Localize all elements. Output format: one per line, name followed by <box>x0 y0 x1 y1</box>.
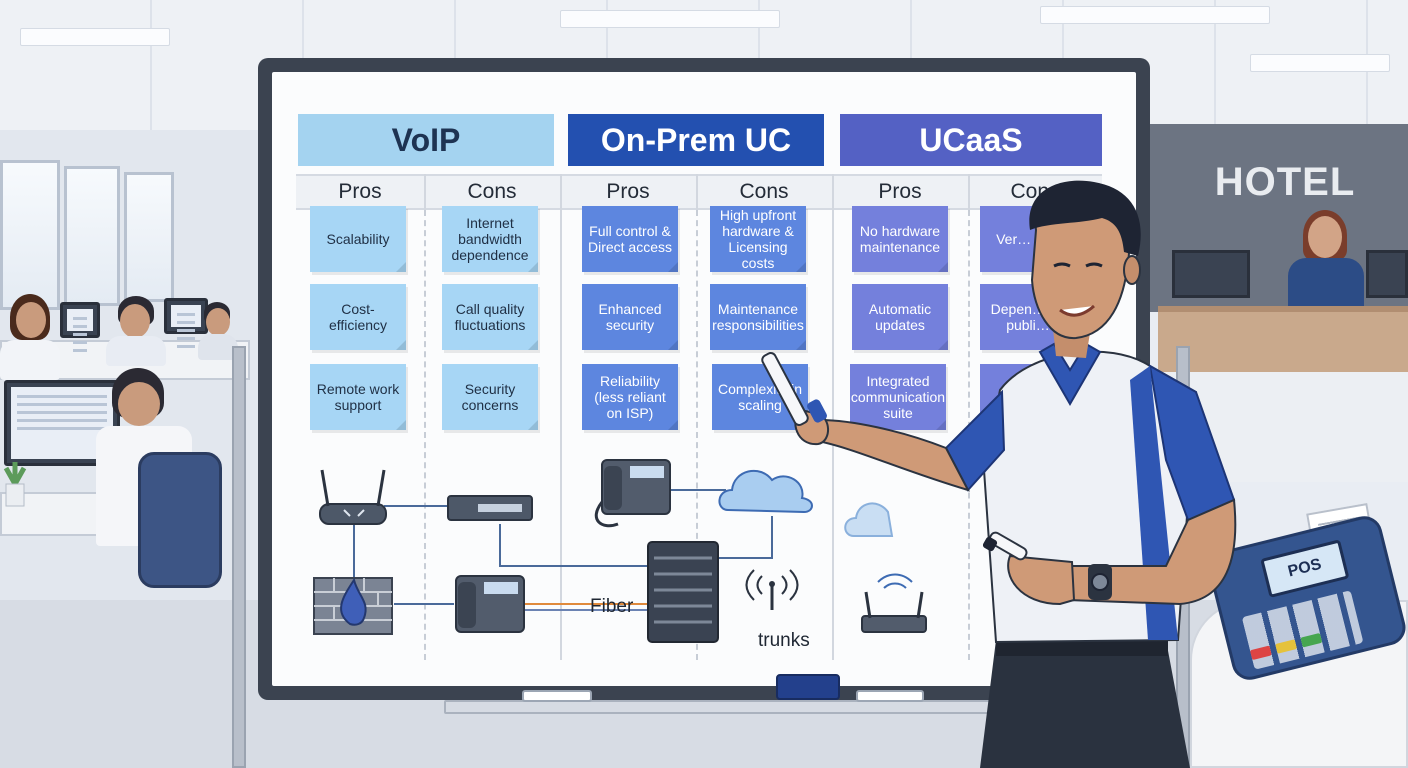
computer-monitor <box>4 380 120 466</box>
firewall-icon <box>313 577 393 635</box>
voip-cons-label: Cons <box>467 180 517 203</box>
sticky-note-voip-pro: Scalability <box>310 206 406 272</box>
sticky-note-ucaas-pro: Integrated communication suite <box>850 364 946 430</box>
presenter-hair <box>1029 180 1141 256</box>
whiteboard-stand-leg <box>232 346 246 768</box>
server-rack-icon <box>647 541 719 643</box>
wifi-router-icon <box>319 469 387 525</box>
ceiling-light <box>560 10 780 28</box>
sticky-note-voip-con: Call quality fluctuations <box>442 284 538 350</box>
ceiling-light <box>1040 6 1270 24</box>
whiteboard-eraser <box>776 674 840 700</box>
presenter-hand-holding-marker <box>1007 554 1076 606</box>
presenter-trousers <box>980 640 1190 768</box>
receptionist <box>1308 216 1342 258</box>
sticky-note-onprem-con: Maintenance responsibilities <box>710 284 806 350</box>
sticky-note-onprem-con: High upfront hardware & Licensing costs <box>710 206 806 272</box>
sticky-note-voip-pro: Remote work support <box>310 364 406 430</box>
desk-phone-icon <box>455 575 525 633</box>
cloud-icon <box>718 470 813 514</box>
onprem-uc-header: On-Prem UC <box>568 114 824 166</box>
column-divider <box>696 174 698 210</box>
voip-pros-label: Pros <box>338 180 382 203</box>
ceiling-light <box>20 28 170 46</box>
reception-monitor <box>1366 250 1408 298</box>
column-divider <box>560 174 562 210</box>
marker <box>522 690 592 702</box>
ceiling-light <box>1250 54 1390 72</box>
presenter-arm-pointing <box>810 418 970 492</box>
voip-header: VoIP <box>298 114 554 166</box>
section-divider <box>560 210 562 660</box>
column-divider <box>968 174 970 210</box>
receptionist-uniform <box>1288 258 1364 308</box>
column-divider-dashed <box>696 210 698 660</box>
marker-pen-icon <box>982 531 1028 561</box>
fiber-label: Fiber <box>590 596 634 617</box>
sticky-note-voip-con: Internet bandwidth dependence <box>442 206 538 272</box>
onprem-cons-label: Cons <box>739 180 789 203</box>
sticky-note-ucaas-pro: No hardware maintenance <box>852 206 948 272</box>
column-divider <box>832 174 834 210</box>
sticky-note-onprem-pro: Enhanced security <box>582 284 678 350</box>
sticky-note-voip-pro: Cost-efficiency <box>310 284 406 350</box>
column-header-row <box>296 174 1102 210</box>
trunks-label: trunks <box>758 630 810 651</box>
ucaas-pros-label: Pros <box>878 180 922 203</box>
hotel-sign: HOTEL <box>1214 160 1356 204</box>
whiteboard-surface: VoIP On-Prem UC UCaaS Pros Cons Pros Con… <box>272 72 1136 686</box>
marker <box>856 690 924 702</box>
wifi-access-point-icon <box>861 573 927 633</box>
marker-pen-icon <box>761 352 827 426</box>
ucaas-header: UCaaS <box>840 114 1102 166</box>
onprem-pros-label: Pros <box>606 180 650 203</box>
reception-desk <box>1158 306 1408 372</box>
computer-monitor <box>60 302 100 357</box>
sticky-note-onprem-pro: Full control & Direct access <box>582 206 678 272</box>
reception-monitor <box>1172 250 1250 298</box>
desk-phone-icon <box>594 459 671 528</box>
network-diagram <box>313 459 927 643</box>
wristwatch-icon <box>1088 564 1112 600</box>
potted-plant <box>2 462 28 513</box>
antenna-signal-icon <box>745 569 799 610</box>
column-divider-dashed <box>424 210 426 660</box>
sticky-note-ucaas-pro: Automatic updates <box>852 284 948 350</box>
office-chair <box>138 452 222 588</box>
sticky-note-onprem-pro: Reliability (less reliant on ISP) <box>582 364 678 430</box>
column-divider <box>424 174 426 210</box>
network-switch-icon <box>447 495 533 521</box>
cloud-icon <box>844 502 894 537</box>
sticky-note-voip-con: Security concerns <box>442 364 538 430</box>
